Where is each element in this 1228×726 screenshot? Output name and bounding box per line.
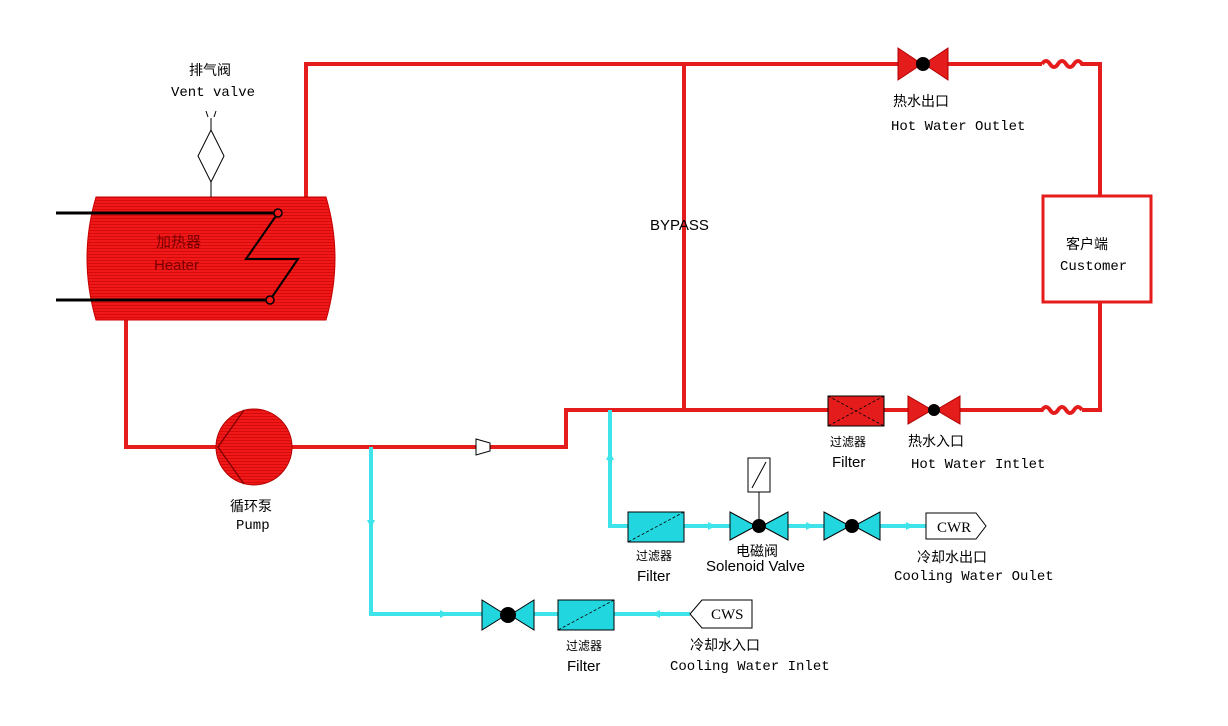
vent-valve-body (197, 128, 225, 184)
pump-label-en: Pump (236, 518, 270, 534)
valve-right-wing (760, 511, 789, 541)
filter-hot-label-en: Filter (832, 454, 865, 471)
vent-valve[interactable]: 排气阀 Vent valve (171, 63, 255, 197)
valve-right-wing (923, 47, 949, 81)
cw-inlet-valve[interactable] (481, 599, 535, 631)
valve-left-wing (907, 395, 933, 425)
cw-inlet-label-en: Cooling Water Inlet (670, 659, 830, 675)
hot-pipe-return-main (490, 408, 828, 449)
valve-right-wing (852, 511, 881, 541)
flow-arrow (367, 520, 375, 528)
customer-box[interactable]: 客户端 Customer (1041, 194, 1153, 304)
filter-diagonal (627, 511, 685, 543)
valve-stem (752, 519, 766, 533)
check-valve-body (475, 438, 491, 456)
valve-left-wing (729, 511, 758, 541)
filter-cw-out-label-en: Filter (637, 568, 670, 585)
filter-hot-label-cn: 过滤器 (830, 435, 866, 449)
hot-pipe-expansion-bottom (960, 405, 1084, 415)
heater-label-en: Heater (154, 257, 199, 274)
customer-label-cn: 客户端 (1066, 236, 1108, 253)
flow-arrow (606, 452, 614, 460)
hot-water-filter[interactable]: 过滤器 Filter (827, 395, 885, 471)
filter-cw-out-label-cn: 过滤器 (636, 549, 672, 563)
cws-tag[interactable]: CWS 冷却水入口 Cooling Water Inlet (670, 599, 830, 675)
hot-outlet-label-en: Hot Water Outlet (891, 119, 1025, 135)
filter-diagonal (827, 395, 885, 427)
bypass-label: BYPASS (650, 217, 709, 234)
hot-pipe-expansion-top (1040, 59, 1102, 197)
pump-body (215, 408, 293, 486)
valve-right-wing (935, 395, 961, 425)
solenoid-label-cn: 电磁阀 (736, 544, 778, 560)
valve-left-wing (897, 47, 923, 81)
cw-flow-arrows (367, 452, 914, 618)
solenoid-valve[interactable]: 电磁阀 Solenoid Valve (706, 457, 805, 575)
valve-stem (916, 57, 930, 71)
cw-outlet-filter[interactable]: 过滤器 Filter (627, 511, 685, 585)
valve-right-wing (509, 599, 535, 631)
valve-stem (500, 607, 516, 623)
heater-label-cn: 加热器 (156, 233, 201, 251)
heater-coil (244, 212, 300, 301)
cwr-tag-text: CWR (937, 520, 971, 536)
cws-tag-shape (689, 599, 753, 629)
filter-cw-in-label-en: Filter (567, 658, 600, 675)
valve-left-wing (823, 511, 852, 541)
cw-pipe-inlet-line (369, 447, 482, 616)
solenoid-coil-mark (751, 461, 767, 489)
cwr-tag-shape (925, 512, 987, 540)
heater[interactable]: 加热器 Heater (56, 196, 336, 321)
hot-pipe-heater-to-pump (124, 320, 216, 449)
heater-vessel (86, 196, 336, 321)
valve-left-wing (481, 599, 507, 631)
vent-label-en: Vent valve (171, 85, 255, 101)
flow-arrow (906, 522, 914, 530)
hot-outlet-label-cn: 热水出口 (893, 94, 949, 110)
flow-arrow (440, 610, 448, 618)
hot-pipe-heater-outlet (304, 62, 898, 197)
hot-water-outlet-valve[interactable]: 热水出口 Hot Water Outlet (891, 47, 1025, 135)
cw-outlet-valve[interactable] (823, 511, 881, 541)
flow-arrow (708, 522, 716, 530)
vent-exhaust (213, 110, 217, 118)
circulation-pump[interactable]: 循环泵 Pump (215, 408, 293, 534)
cw-outlet-label-en: Cooling Water Oulet (894, 569, 1054, 585)
cw-inlet-label-cn: 冷却水入口 (690, 638, 760, 654)
flow-arrow (806, 522, 814, 530)
hot-inlet-label-cn: 热水入口 (908, 434, 964, 450)
hot-water-inlet-valve[interactable]: 热水入口 Hot Water Intlet (907, 395, 1045, 473)
coil-end (273, 208, 283, 218)
check-valve[interactable] (475, 438, 491, 456)
cw-outlet-label-cn: 冷却水出口 (917, 550, 987, 566)
cws-tag-text: CWS (711, 607, 744, 623)
customer-frame (1041, 194, 1153, 304)
flow-arrow (652, 610, 660, 618)
filter-cw-in-label-cn: 过滤器 (566, 639, 602, 653)
vent-exhaust (205, 110, 209, 118)
vent-label-cn: 排气阀 (189, 63, 231, 79)
cw-pipe-outlet-line (608, 410, 628, 528)
pump-impeller (217, 409, 245, 485)
valve-stem (928, 404, 940, 416)
filter-diagonal (557, 599, 615, 631)
customer-label-en: Customer (1060, 259, 1127, 275)
cw-inlet-filter[interactable]: 过滤器 Filter (557, 599, 615, 675)
hot-water-piping (124, 59, 1102, 449)
hot-pipe-customer-return (1082, 303, 1102, 412)
valve-stem (845, 519, 859, 533)
hot-inlet-label-en: Hot Water Intlet (911, 457, 1045, 473)
cwr-tag[interactable]: CWR 冷却水出口 Cooling Water Oulet (894, 512, 1054, 585)
solenoid-label-en: Solenoid Valve (706, 558, 805, 575)
pump-label-cn: 循环泵 (230, 499, 272, 515)
coil-end (265, 295, 275, 305)
